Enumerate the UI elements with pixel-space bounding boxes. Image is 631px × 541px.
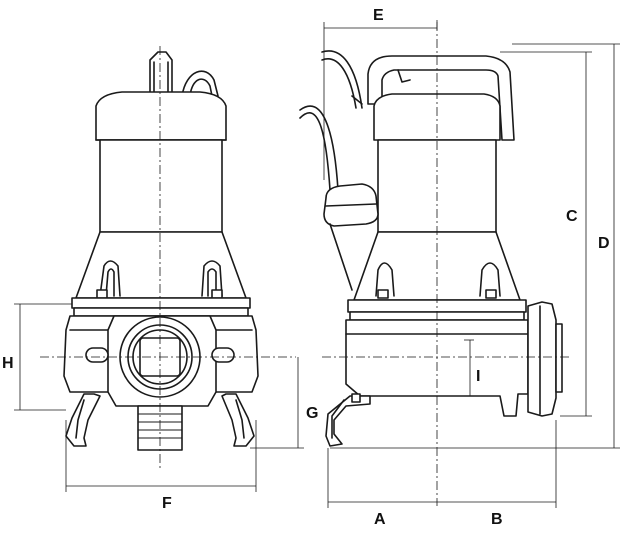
side-motor-cap	[373, 93, 501, 141]
label-C: C	[566, 208, 578, 225]
label-H: H	[2, 355, 14, 372]
front-motor-body	[99, 139, 223, 233]
label-B: B	[491, 511, 503, 528]
side-cable	[299, 112, 331, 191]
side-outlet-flange	[527, 301, 557, 417]
label-D: D	[598, 235, 610, 252]
front-left-foot	[65, 393, 101, 447]
label-F: F	[162, 495, 172, 512]
label-E: E	[373, 7, 384, 24]
front-view	[40, 46, 296, 468]
side-carry-handle	[367, 55, 515, 141]
side-view	[299, 22, 570, 506]
label-A: A	[374, 511, 386, 528]
label-G: G	[306, 405, 318, 422]
front-flange-plate	[71, 297, 251, 309]
front-cable-loop	[181, 70, 219, 97]
front-right-foot	[221, 393, 255, 447]
dimension-labels: E C D A B I H G F	[2, 7, 610, 528]
dimension-lines	[14, 20, 620, 508]
label-I: I	[476, 368, 480, 385]
front-motor-cap	[95, 91, 227, 141]
